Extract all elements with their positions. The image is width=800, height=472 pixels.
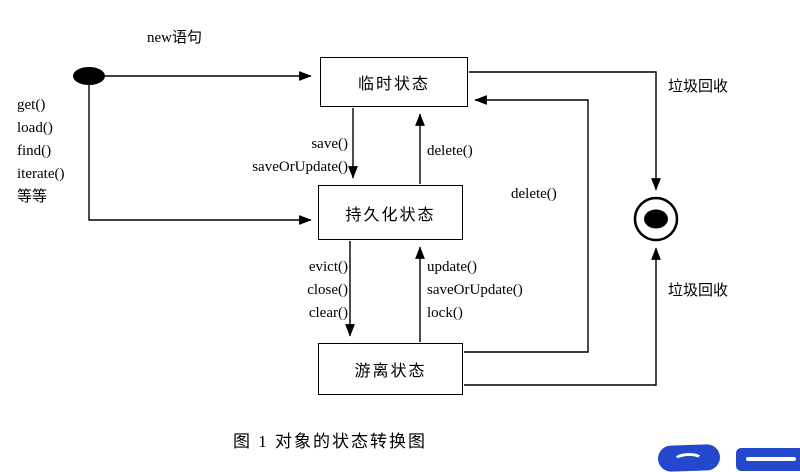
label-evict: evict() — [308, 259, 348, 275]
label-etc: 等等 — [17, 189, 48, 205]
logo-swoosh-shape — [672, 452, 704, 468]
label-new-statement: new语句 — [147, 30, 202, 46]
label-load: load() — [17, 120, 53, 136]
label-close: close() — [307, 282, 348, 298]
label-clear: clear() — [308, 305, 348, 321]
label-update: update() — [427, 259, 477, 275]
label-delete-inner: delete() — [427, 143, 473, 159]
watermark-logo-cropped — [736, 448, 800, 471]
state-persistent: 持久化状态 — [318, 185, 463, 240]
label-detach-methods: evict() close() clear() — [307, 256, 348, 325]
state-transient: 临时状态 — [320, 57, 468, 107]
watermark-logo-icon — [657, 443, 721, 472]
label-delete-outer: delete() — [511, 186, 557, 202]
label-lock: lock() — [427, 305, 463, 321]
label-iterate: iterate() — [17, 166, 65, 182]
arrow-initial-to-persistent — [88, 85, 312, 225]
final-state-inner-dot — [644, 209, 668, 229]
arrow-gc-detached-to-final — [464, 247, 661, 386]
label-gc-top: 垃圾回收 — [668, 79, 729, 95]
label-saveorupdate-bottom: saveOrUpdate() — [427, 282, 523, 298]
label-left-methods: get() load() find() iterate() 等等 — [17, 94, 64, 209]
label-saveorupdate-top: saveOrUpdate() — [252, 159, 348, 175]
label-find: find() — [17, 143, 52, 159]
arrow-delete-detached-to-transient — [464, 95, 589, 353]
arrow-gc-transient-to-final — [469, 71, 661, 191]
label-save-methods: save() saveOrUpdate() — [252, 133, 348, 179]
figure-caption: 图 1 对象的状态转换图 — [233, 432, 427, 451]
logo-stripe-shape — [746, 457, 796, 461]
label-get: get() — [17, 97, 46, 113]
label-gc-bottom: 垃圾回收 — [668, 283, 729, 299]
initial-state-node — [73, 67, 105, 85]
label-save: save() — [311, 136, 348, 152]
label-attach-methods: update() saveOrUpdate() lock() — [427, 256, 523, 325]
state-detached: 游离状态 — [318, 343, 463, 395]
